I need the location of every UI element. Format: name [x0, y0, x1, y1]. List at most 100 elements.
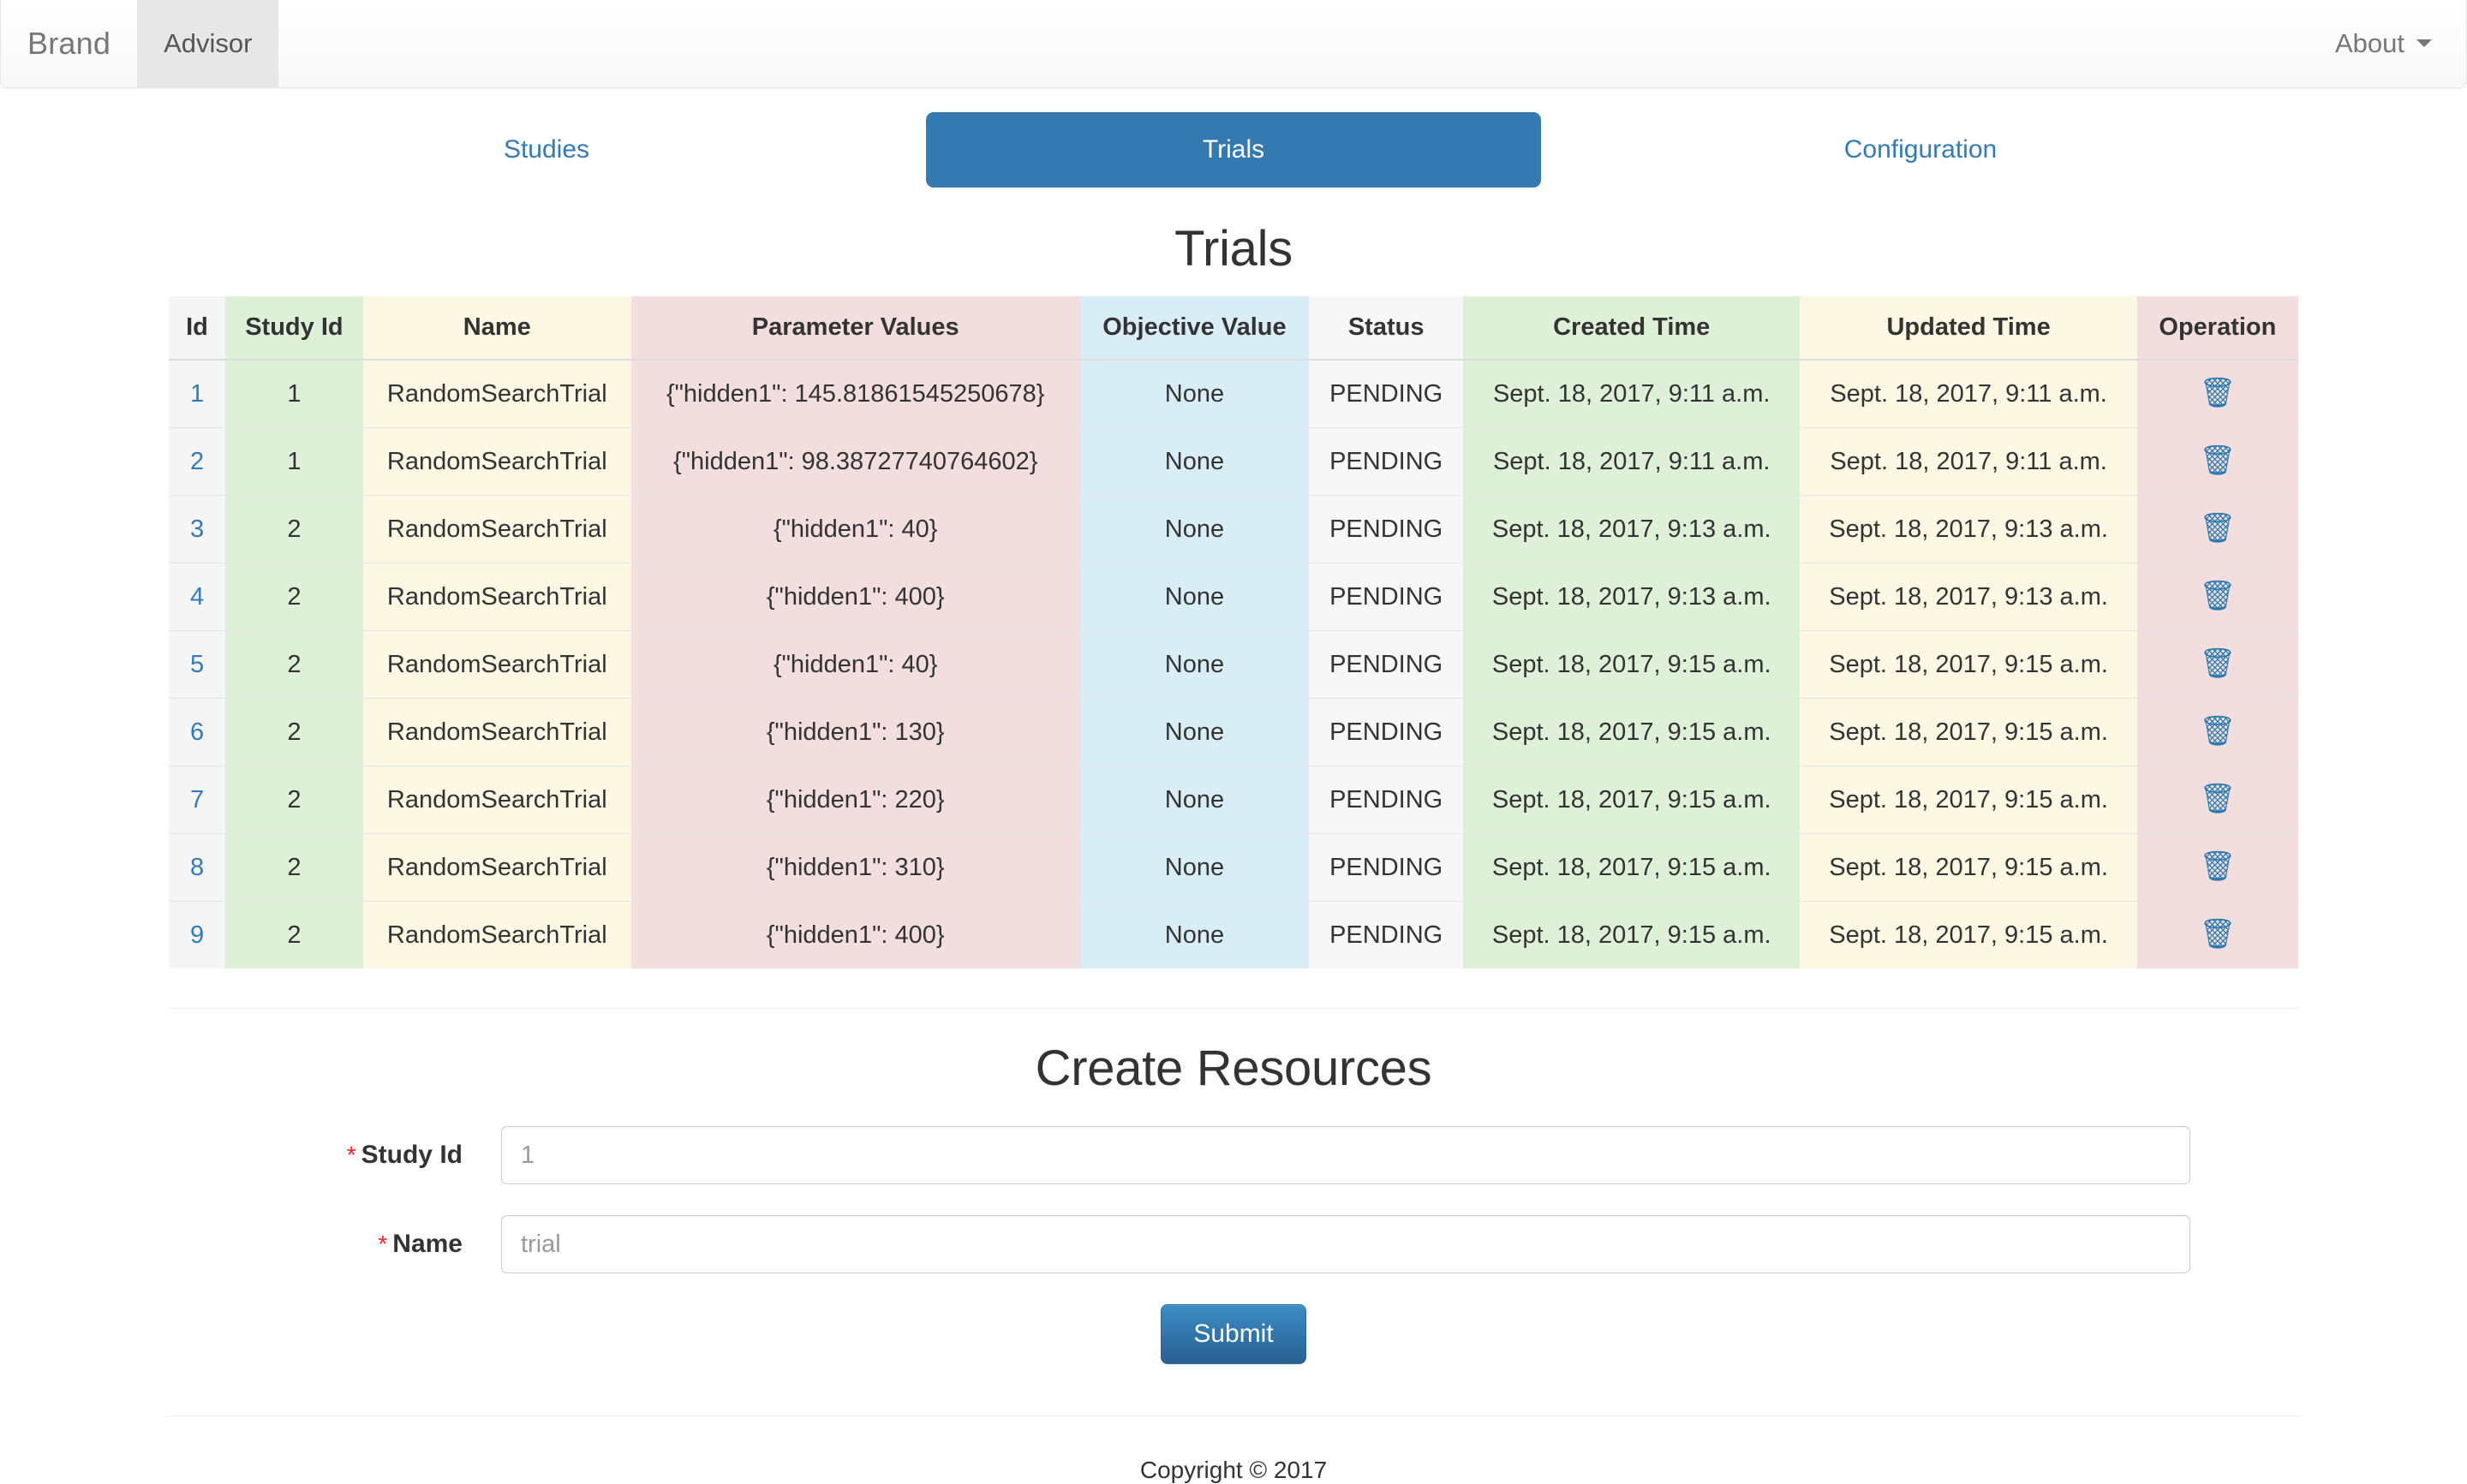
- cell-name: RandomSearchTrial: [362, 833, 631, 902]
- cell-name: RandomSearchTrial: [362, 766, 631, 834]
- tab-trials[interactable]: Trials: [926, 112, 1541, 188]
- trial-id-link[interactable]: 2: [189, 447, 205, 475]
- trial-id-link[interactable]: 6: [189, 718, 205, 746]
- trials-table-head: Id Study Id Name Parameter Values Object…: [169, 296, 2298, 361]
- delete-trial-icon[interactable]: 🗑: [2199, 377, 2237, 409]
- navbar-brand[interactable]: Brand: [27, 26, 111, 61]
- delete-trial-icon[interactable]: 🗑: [2199, 918, 2237, 951]
- cell-id[interactable]: 7: [169, 766, 226, 834]
- cell-name: RandomSearchTrial: [362, 698, 631, 766]
- cell-name: RandomSearchTrial: [362, 495, 631, 563]
- navbar-about-dropdown[interactable]: About: [2301, 0, 2466, 87]
- form-row-name: *Name: [167, 1215, 2300, 1273]
- name-input[interactable]: [501, 1215, 2190, 1273]
- submit-button[interactable]: Submit: [1161, 1304, 1306, 1364]
- label-study-id: *Study Id: [167, 1141, 501, 1170]
- cell-id[interactable]: 5: [169, 630, 226, 699]
- cell-objective-value: None: [1079, 495, 1310, 563]
- trial-id-link[interactable]: 1: [189, 379, 205, 408]
- cell-updated-time: Sept. 18, 2017, 9:15 a.m.: [1800, 630, 2137, 699]
- required-asterisk-study-id: *: [346, 1141, 356, 1168]
- cell-operation: 🗑: [2136, 833, 2298, 902]
- column-header-name: Name: [362, 296, 631, 361]
- cell-created-time: Sept. 18, 2017, 9:11 a.m.: [1463, 359, 1801, 428]
- section-divider: [167, 1008, 2300, 1009]
- cell-status: PENDING: [1309, 495, 1464, 563]
- label-text-name: Name: [392, 1230, 463, 1258]
- cell-objective-value: None: [1079, 563, 1310, 631]
- tab-configuration[interactable]: Configuration: [1843, 135, 1998, 164]
- trial-id-link[interactable]: 8: [189, 853, 205, 881]
- delete-trial-icon[interactable]: 🗑: [2199, 850, 2237, 883]
- cell-id[interactable]: 9: [169, 901, 226, 968]
- cell-created-time: Sept. 18, 2017, 9:15 a.m.: [1463, 833, 1801, 902]
- cell-status: PENDING: [1309, 563, 1464, 631]
- cell-id[interactable]: 4: [169, 563, 226, 631]
- label-name: *Name: [167, 1230, 501, 1259]
- cell-parameter-values: {"hidden1": 220}: [630, 766, 1080, 834]
- tab-studies[interactable]: Studies: [503, 135, 590, 164]
- cell-objective-value: None: [1079, 901, 1310, 968]
- cell-id[interactable]: 2: [169, 427, 226, 496]
- study-id-input[interactable]: [501, 1126, 2190, 1184]
- cell-updated-time: Sept. 18, 2017, 9:15 a.m.: [1800, 698, 2137, 766]
- cell-updated-time: Sept. 18, 2017, 9:15 a.m.: [1800, 901, 2137, 968]
- cell-operation: 🗑: [2136, 359, 2298, 428]
- trial-id-link[interactable]: 5: [189, 650, 205, 678]
- navbar-item-advisor[interactable]: Advisor: [137, 0, 279, 87]
- cell-id[interactable]: 8: [169, 833, 226, 902]
- cell-study-id: 2: [225, 563, 363, 631]
- cell-created-time: Sept. 18, 2017, 9:11 a.m.: [1463, 427, 1801, 496]
- cell-updated-time: Sept. 18, 2017, 9:13 a.m.: [1800, 563, 2137, 631]
- delete-trial-icon[interactable]: 🗑: [2199, 512, 2237, 545]
- delete-trial-icon[interactable]: 🗑: [2199, 783, 2237, 815]
- delete-trial-icon[interactable]: 🗑: [2199, 580, 2237, 612]
- trials-table-wrapper: Id Study Id Name Parameter Values Object…: [167, 296, 2300, 968]
- trial-id-link[interactable]: 4: [189, 582, 205, 611]
- trial-id-link[interactable]: 3: [189, 515, 205, 543]
- cell-name: RandomSearchTrial: [362, 563, 631, 631]
- cell-parameter-values: {"hidden1": 400}: [630, 901, 1080, 968]
- cell-status: PENDING: [1309, 359, 1464, 428]
- cell-study-id: 2: [225, 901, 363, 968]
- cell-id[interactable]: 6: [169, 698, 226, 766]
- column-header-status: Status: [1309, 296, 1464, 361]
- cell-id[interactable]: 1: [169, 359, 226, 428]
- cell-status: PENDING: [1309, 901, 1464, 968]
- cell-parameter-values: {"hidden1": 98.38727740764602}: [630, 427, 1080, 496]
- cell-study-id: 2: [225, 833, 363, 902]
- cell-study-id: 2: [225, 766, 363, 834]
- cell-status: PENDING: [1309, 427, 1464, 496]
- cell-objective-value: None: [1079, 427, 1310, 496]
- cell-id[interactable]: 3: [169, 495, 226, 563]
- trials-table: Id Study Id Name Parameter Values Object…: [169, 296, 2298, 968]
- cell-created-time: Sept. 18, 2017, 9:15 a.m.: [1463, 901, 1801, 968]
- cell-objective-value: None: [1079, 630, 1310, 699]
- cell-parameter-values: {"hidden1": 40}: [630, 630, 1080, 699]
- form-row-study-id: *Study Id: [167, 1126, 2300, 1184]
- cell-updated-time: Sept. 18, 2017, 9:15 a.m.: [1800, 833, 2137, 902]
- cell-created-time: Sept. 18, 2017, 9:15 a.m.: [1463, 766, 1801, 834]
- delete-trial-icon[interactable]: 🗑: [2199, 715, 2237, 748]
- trial-id-link[interactable]: 7: [189, 785, 205, 814]
- required-asterisk-name: *: [378, 1231, 388, 1257]
- cell-parameter-values: {"hidden1": 130}: [630, 698, 1080, 766]
- column-header-study-id: Study Id: [225, 296, 363, 361]
- column-header-created-time: Created Time: [1463, 296, 1801, 361]
- delete-trial-icon[interactable]: 🗑: [2199, 647, 2237, 680]
- column-header-objective-value: Objective Value: [1079, 296, 1310, 361]
- cell-operation: 🗑: [2136, 495, 2298, 563]
- cell-operation: 🗑: [2136, 563, 2298, 631]
- tab-bar: Studies Trials Configuration: [167, 112, 2300, 188]
- delete-trial-icon[interactable]: 🗑: [2199, 444, 2237, 477]
- submit-row: Submit: [167, 1304, 2300, 1364]
- trial-id-link[interactable]: 9: [189, 921, 205, 949]
- cell-created-time: Sept. 18, 2017, 9:13 a.m.: [1463, 563, 1801, 631]
